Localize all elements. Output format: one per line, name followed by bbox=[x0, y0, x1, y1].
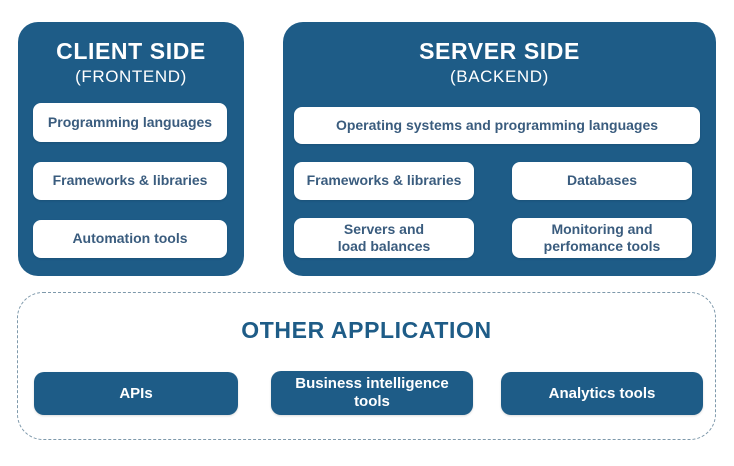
chip-automation-tools: Automation tools bbox=[33, 220, 227, 258]
server-side-panel: SERVER SIDE (BACKEND) Operating systems … bbox=[283, 22, 716, 276]
other-application-panel: OTHER APPLICATION APIs Business intellig… bbox=[17, 292, 716, 440]
chip-analytics-tools: Analytics tools bbox=[501, 372, 703, 415]
server-side-title: SERVER SIDE bbox=[419, 38, 580, 64]
chip-monitoring-performance-tools: Monitoring and perfomance tools bbox=[512, 218, 692, 258]
client-side-subtitle: (FRONTEND) bbox=[75, 67, 187, 86]
chip-frameworks-libraries-client: Frameworks & libraries bbox=[33, 162, 227, 200]
chip-operating-systems-programming-languages: Operating systems and programming langua… bbox=[294, 107, 700, 144]
client-side-panel: CLIENT SIDE (FRONTEND) Programming langu… bbox=[18, 22, 244, 276]
chip-servers-load-balances: Servers and load balances bbox=[294, 218, 474, 258]
other-application-title: OTHER APPLICATION bbox=[241, 317, 492, 343]
client-side-title: CLIENT SIDE bbox=[56, 38, 206, 64]
server-side-subtitle: (BACKEND) bbox=[450, 67, 549, 86]
chip-apis: APIs bbox=[34, 372, 238, 415]
chip-frameworks-libraries-server: Frameworks & libraries bbox=[294, 162, 474, 200]
chip-business-intelligence-tools: Business intelligence tools bbox=[271, 371, 473, 415]
chip-databases: Databases bbox=[512, 162, 692, 200]
chip-programming-languages: Programming languages bbox=[33, 103, 227, 142]
